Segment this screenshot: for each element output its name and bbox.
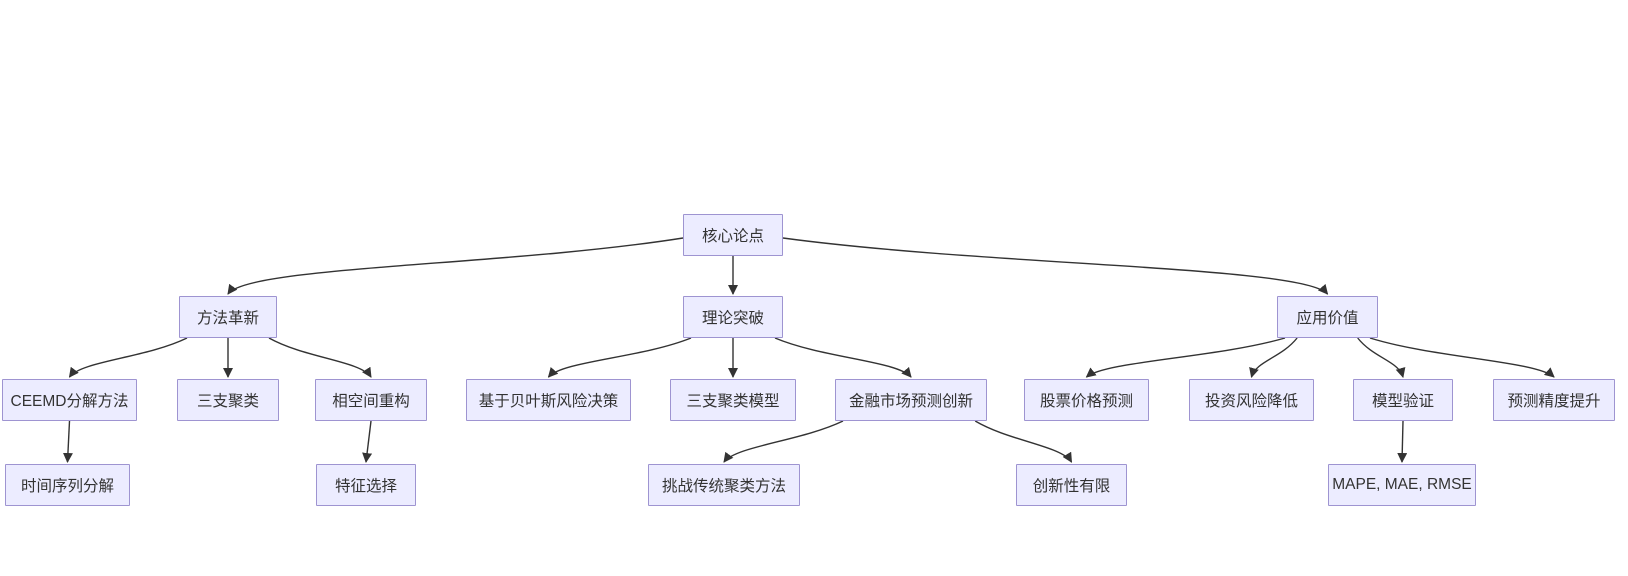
edge-core-to-method [227,237,684,295]
edge-application-to-stock [1085,337,1286,378]
node-theory: 理论突破 [683,296,783,338]
edge-application-to-risk [1249,337,1298,378]
node-three_way: 三支聚类 [177,379,279,421]
edge-validation-to-metrics [1397,420,1408,463]
node-ceemd: CEEMD分解方法 [2,379,137,421]
edge-fin_innovation-to-challenge [723,420,844,463]
node-metrics: MAPE, MAE, RMSE [1328,464,1476,506]
node-core: 核心论点 [683,214,783,256]
edge-application-to-precision [1369,337,1555,378]
edge-theory-to-fin_innovation [774,337,912,378]
edge-phase_space-to-feature [362,420,373,463]
edge-method-to-ceemd [68,337,188,378]
node-application: 应用价值 [1277,296,1378,338]
node-method: 方法革新 [179,296,277,338]
node-twc_model: 三支聚类模型 [670,379,796,421]
edge-method-to-phase_space [268,337,372,378]
node-feature: 特征选择 [316,464,416,506]
node-precision: 预测精度提升 [1493,379,1615,421]
node-limited: 创新性有限 [1016,464,1127,506]
node-risk: 投资风险降低 [1189,379,1314,421]
node-challenge: 挑战传统聚类方法 [648,464,800,506]
edge-theory-to-bayes [547,337,692,378]
edge-fin_innovation-to-limited [974,420,1073,463]
node-fin_innovation: 金融市场预测创新 [835,379,987,421]
node-validation: 模型验证 [1353,379,1453,421]
edge-core-to-application [782,237,1329,295]
node-phase_space: 相空间重构 [315,379,427,421]
edge-ceemd-to-ts_decomp [62,420,73,463]
node-stock: 股票价格预测 [1024,379,1149,421]
node-bayes: 基于贝叶斯风险决策 [466,379,631,421]
edge-application-to-validation [1357,337,1406,378]
node-ts_decomp: 时间序列分解 [5,464,130,506]
